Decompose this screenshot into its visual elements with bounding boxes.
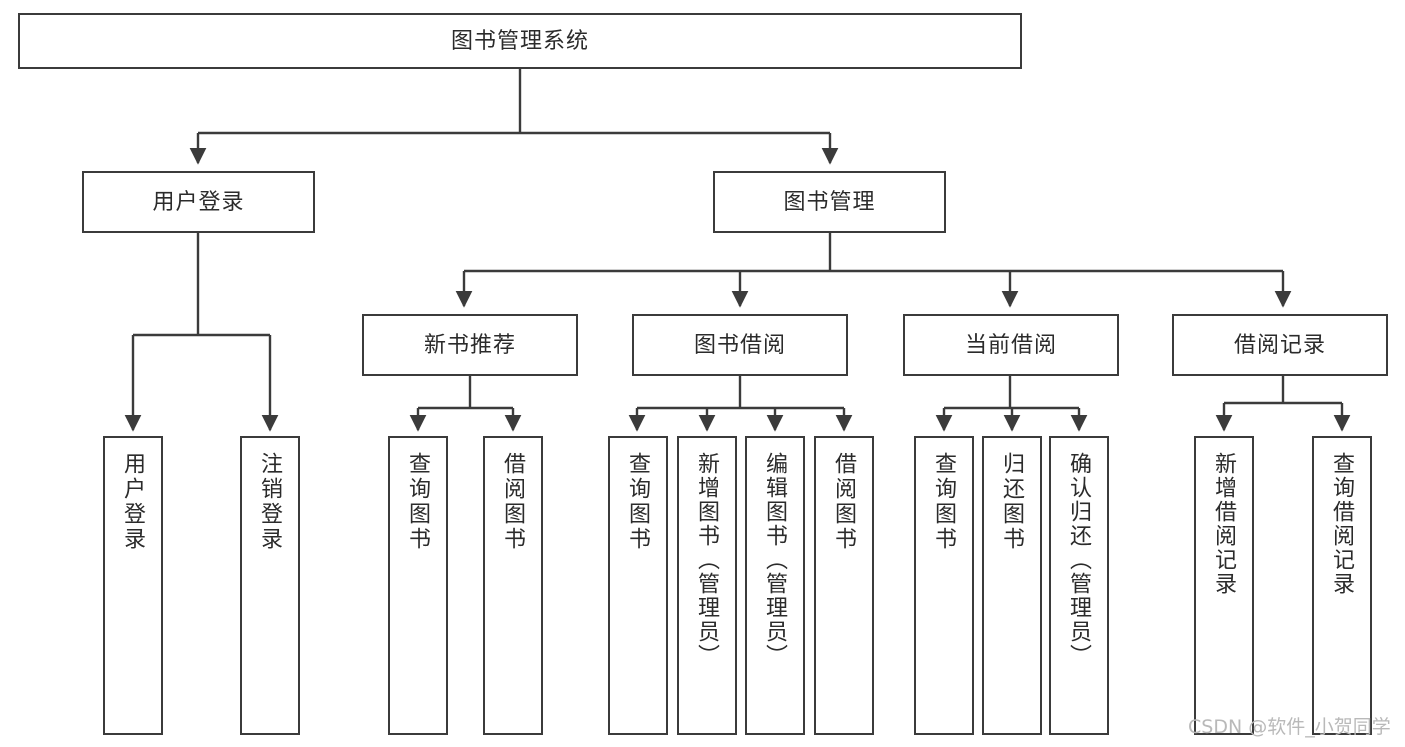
node-leaf-add-book-admin-label: 新增图书（管理员） bbox=[695, 452, 720, 668]
node-book-borrow[interactable]: 图书借阅 bbox=[632, 314, 848, 376]
node-user-login[interactable]: 用户登录 bbox=[82, 171, 315, 233]
node-leaf-logout[interactable]: 注销登录 bbox=[240, 436, 300, 735]
node-leaf-query-book-newbook[interactable]: 查询图书 bbox=[388, 436, 448, 735]
node-leaf-add-book-admin[interactable]: 新增图书（管理员） bbox=[677, 436, 737, 735]
node-leaf-user-login[interactable]: 用户登录 bbox=[103, 436, 163, 735]
node-leaf-query-book-current[interactable]: 查询图书 bbox=[914, 436, 974, 735]
node-borrow-record[interactable]: 借阅记录 bbox=[1172, 314, 1388, 376]
node-leaf-query-book-borrow[interactable]: 查询图书 bbox=[608, 436, 668, 735]
node-user-login-label: 用户登录 bbox=[152, 189, 245, 215]
node-current-borrow[interactable]: 当前借阅 bbox=[903, 314, 1119, 376]
watermark-text: CSDN @软件_小贺同学 bbox=[1188, 716, 1391, 738]
node-leaf-logout-label: 注销登录 bbox=[258, 452, 283, 552]
node-leaf-add-borrow-record[interactable]: 新增借阅记录 bbox=[1194, 436, 1254, 735]
node-leaf-edit-book-admin-label: 编辑图书（管理员） bbox=[763, 452, 788, 668]
node-borrow-record-label: 借阅记录 bbox=[1233, 332, 1326, 358]
node-leaf-query-book-newbook-label: 查询图书 bbox=[406, 452, 431, 552]
node-current-borrow-label: 当前借阅 bbox=[964, 332, 1057, 358]
node-leaf-borrow-book[interactable]: 借阅图书 bbox=[814, 436, 874, 735]
node-leaf-query-book-borrow-label: 查询图书 bbox=[626, 452, 651, 552]
node-leaf-query-borrow-record[interactable]: 查询借阅记录 bbox=[1312, 436, 1372, 735]
node-leaf-confirm-return-admin-label: 确认归还（管理员） bbox=[1067, 452, 1092, 668]
node-root-system[interactable]: 图书管理系统 bbox=[18, 13, 1022, 69]
node-leaf-borrow-book-label: 借阅图书 bbox=[832, 452, 857, 552]
node-leaf-query-borrow-record-label: 查询借阅记录 bbox=[1330, 452, 1355, 596]
node-leaf-add-borrow-record-label: 新增借阅记录 bbox=[1212, 452, 1237, 596]
node-book-management[interactable]: 图书管理 bbox=[713, 171, 946, 233]
node-leaf-return-book[interactable]: 归还图书 bbox=[982, 436, 1042, 735]
node-leaf-user-login-label: 用户登录 bbox=[121, 452, 146, 552]
node-book-management-label: 图书管理 bbox=[783, 189, 876, 215]
node-leaf-confirm-return-admin[interactable]: 确认归还（管理员） bbox=[1049, 436, 1109, 735]
node-book-borrow-label: 图书借阅 bbox=[693, 332, 786, 358]
node-leaf-borrow-book-newbook[interactable]: 借阅图书 bbox=[483, 436, 543, 735]
node-new-book-recommend[interactable]: 新书推荐 bbox=[362, 314, 578, 376]
node-leaf-edit-book-admin[interactable]: 编辑图书（管理员） bbox=[745, 436, 805, 735]
node-leaf-return-book-label: 归还图书 bbox=[1000, 452, 1025, 552]
node-leaf-borrow-book-newbook-label: 借阅图书 bbox=[501, 452, 526, 552]
node-root-system-label: 图书管理系统 bbox=[450, 28, 589, 54]
node-leaf-query-book-current-label: 查询图书 bbox=[932, 452, 957, 552]
node-new-book-recommend-label: 新书推荐 bbox=[423, 332, 516, 358]
